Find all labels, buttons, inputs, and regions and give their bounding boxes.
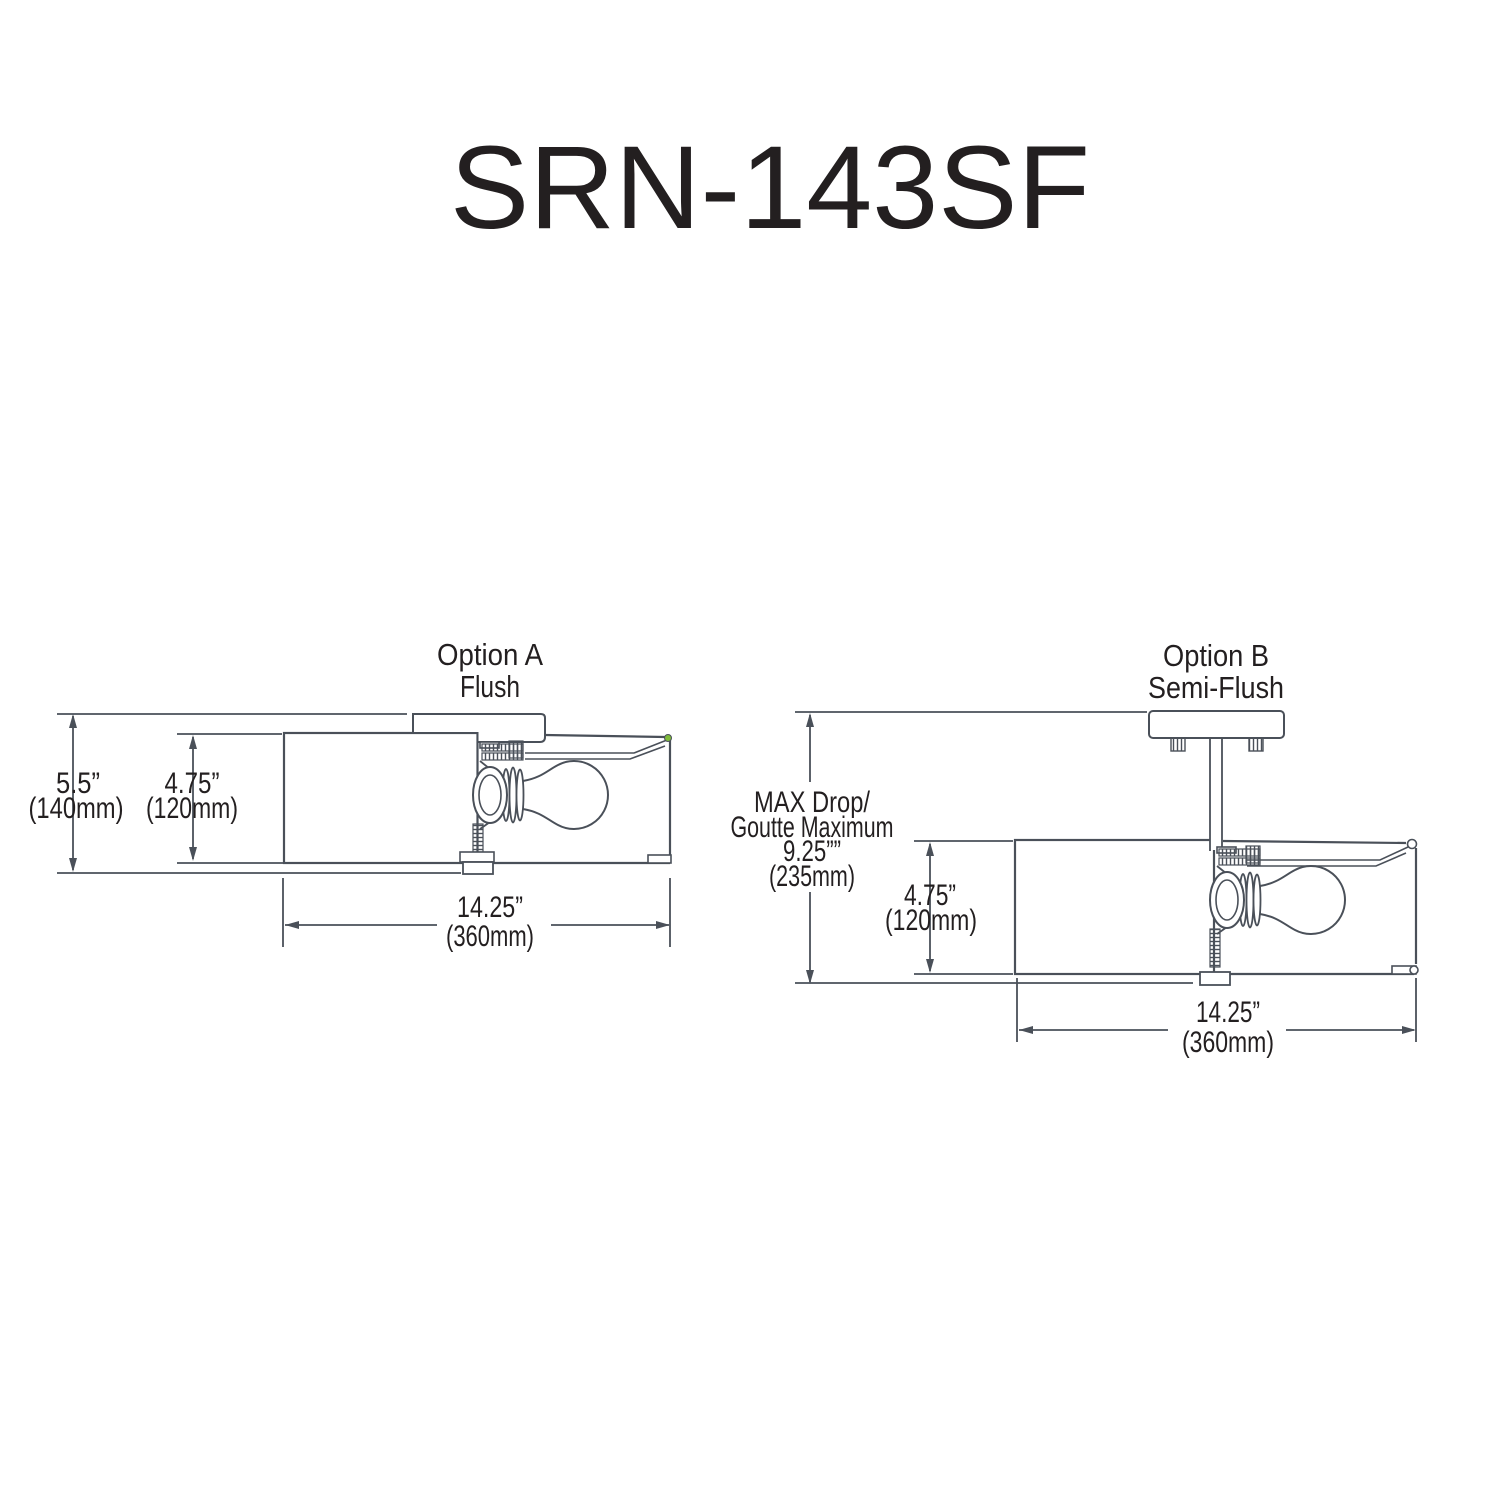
drum-shade-cutaway-edges (477, 733, 672, 865)
corner-ring (1409, 965, 1419, 975)
stem-fill (1210, 750, 1222, 850)
option-a-label: Option A (437, 637, 543, 672)
dimension-arrow (1019, 1026, 1033, 1034)
option-a-drawing: Option A Flush 5.5” (140mm) (29, 637, 672, 953)
dimension-arrow (656, 921, 670, 929)
drum-interior-rim (525, 739, 668, 760)
dimension-shade-width-a: 14.25” (360mm) (282, 878, 671, 953)
finial (1199, 971, 1231, 986)
drum-shade-front (282, 731, 479, 865)
finial (462, 861, 494, 875)
drum-shade-front (1013, 838, 1216, 976)
corner-accent-dot (664, 734, 672, 742)
dimension-shade-height-a: 4.75” (120mm) (146, 735, 238, 861)
dimension-max-drop: MAX Drop/ Goutte Maximum 9.25”” (235mm) (731, 713, 894, 984)
dimension-arrow (926, 959, 934, 973)
dim-shade-height-mm: (120mm) (146, 792, 238, 825)
product-code: SRN-143SF (450, 122, 1090, 254)
dimension-overall-height: 5.5” (140mm) (29, 714, 124, 872)
canopy-screw (1170, 737, 1186, 752)
dimension-arrow (806, 970, 814, 984)
dim-shade-height-in: 4.75” (165, 767, 220, 800)
dim-shade-height-mm: (120mm) (885, 904, 977, 937)
dimension-arrow (1402, 1026, 1416, 1034)
ceiling-canopy (412, 713, 546, 743)
dim-width-in: 14.25” (1196, 996, 1260, 1029)
extension-line-shade-b (914, 840, 1013, 975)
dim-width-in: 14.25” (457, 891, 523, 924)
dim-max-drop-label1: MAX Drop/ (754, 786, 871, 819)
dimension-arrow (806, 713, 814, 727)
dim-overall-height-in: 5.5” (56, 767, 100, 800)
dim-width-mm: (360mm) (1182, 1026, 1274, 1059)
option-b-label: Option B (1163, 638, 1269, 673)
dimension-arrow (69, 714, 77, 728)
extension-line-shade (177, 733, 283, 864)
shade-bottom-step (647, 854, 672, 864)
socket-and-bulb (472, 740, 609, 830)
option-b-drawing: Option B Semi-Flush (731, 638, 1419, 1059)
canopy-screw (1248, 737, 1264, 752)
corner-ring (1406, 838, 1418, 850)
dimension-arrow (189, 847, 197, 861)
dimension-arrow (69, 858, 77, 872)
dimension-shade-height-b: 4.75” (120mm) (885, 842, 977, 973)
option-b-mount-label: Semi-Flush (1148, 670, 1284, 705)
dim-max-drop-label2: Goutte Maximum (731, 811, 894, 844)
dim-overall-height-mm: (140mm) (29, 792, 124, 825)
option-a-mount-label: Flush (460, 669, 520, 704)
dim-max-drop-in: 9.25”” (783, 835, 841, 868)
bottom-plate (459, 851, 495, 863)
dimension-arrow (926, 842, 934, 856)
drum-shade-cutaway-edges (1214, 839, 1418, 976)
hanging-stem (1209, 738, 1223, 851)
dim-max-drop-mm: (235mm) (769, 860, 855, 893)
threaded-rod (1209, 928, 1221, 968)
ceiling-canopy (1148, 710, 1285, 739)
drum-interior-rim (1247, 846, 1409, 867)
dim-width-mm: (360mm) (446, 920, 534, 953)
dim-shade-height-in: 4.75” (904, 879, 956, 912)
dimension-shade-width-b: 14.25” (360mm) (1016, 978, 1417, 1059)
dimension-arrow (189, 735, 197, 749)
dimension-arrow (285, 921, 299, 929)
threaded-rod (472, 823, 484, 853)
